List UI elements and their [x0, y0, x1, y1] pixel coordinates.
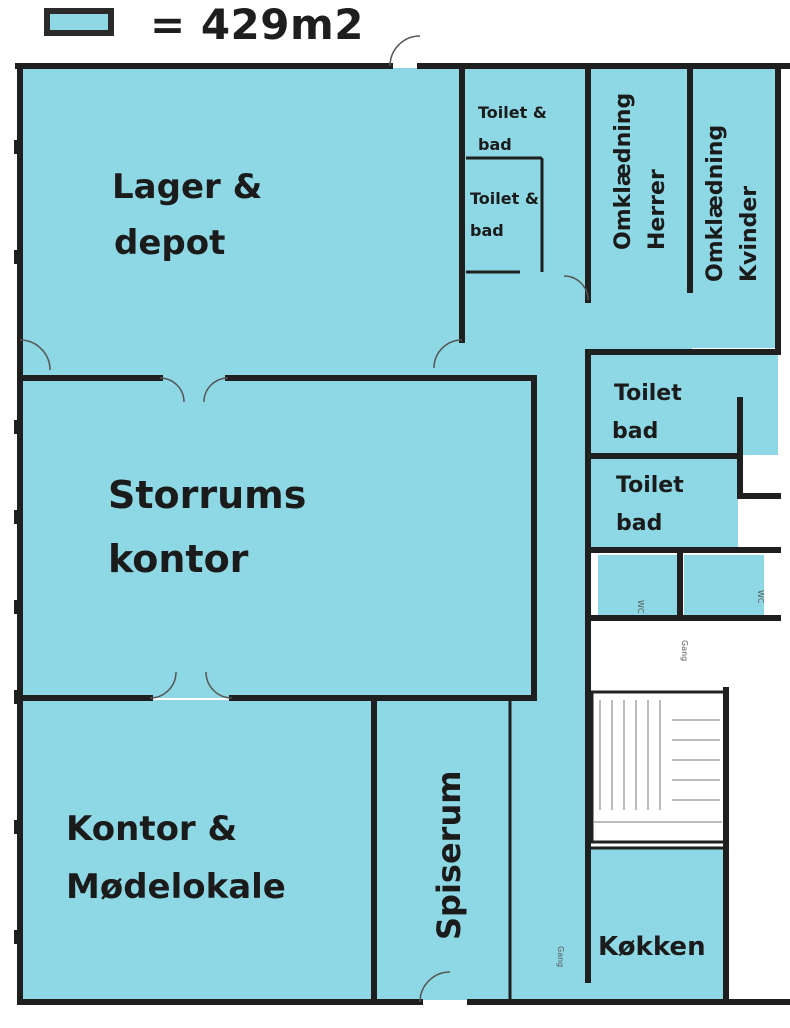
room-kokken — [588, 848, 726, 1000]
room-wc-1 — [598, 555, 680, 615]
window-marks — [14, 140, 22, 944]
doors — [19, 35, 589, 1003]
label-toilet-3b: bad — [612, 419, 658, 444]
staircase — [590, 690, 728, 844]
room-toilet-4 — [588, 455, 738, 550]
label-toilet-bad-1a: Toilet & — [478, 103, 547, 122]
walls — [15, 63, 790, 1005]
label-toilet-4a: Toilet — [616, 473, 684, 498]
label-toilet-4b: bad — [616, 511, 662, 536]
label-storrums-1: Storrums — [108, 473, 306, 517]
label-gang-1: Gang — [680, 640, 689, 661]
label-wc-2: WC — [756, 590, 765, 604]
room-storrums — [22, 376, 532, 698]
label-toilet-bad-1b: bad — [478, 135, 512, 154]
room-corridor-center — [532, 376, 588, 696]
label-kontor-1: Kontor & — [66, 809, 237, 849]
thin-walls — [466, 156, 724, 1002]
label-kokken: Køkken — [598, 932, 706, 962]
label-storrums-2: kontor — [108, 537, 249, 581]
label-kontor-2: Mødelokale — [66, 867, 286, 907]
label-lager-1: Lager & — [112, 167, 262, 207]
label-gang-2: Gang — [556, 946, 565, 967]
room-kontor — [22, 700, 374, 1000]
legend-area-text: = 429m2 — [150, 0, 364, 49]
label-toilet-bad-2b: bad — [470, 221, 504, 240]
legend: = 429m2 — [0, 0, 790, 60]
label-toilet-bad-2a: Toilet & — [470, 189, 539, 208]
room-corridor-bottom — [504, 696, 588, 1000]
label-wc-1: WC — [636, 600, 645, 614]
small-labels: WC WC Gang Gang — [556, 590, 765, 967]
room-toilet-3 — [588, 350, 778, 455]
label-omkl-herrer-2: Herrer — [645, 169, 670, 250]
room-omkl-herrer — [588, 68, 692, 278]
label-lager-2: depot — [114, 223, 225, 263]
room-fills — [22, 68, 778, 1000]
label-spiserum: Spiserum — [430, 770, 468, 940]
label-omkl-kvinder-2: Kvinder — [737, 186, 762, 282]
room-toilet-area — [462, 68, 588, 278]
room-wc-2 — [684, 555, 764, 615]
label-omkl-kvinder-1: Omklædning — [703, 125, 728, 282]
room-lager — [22, 68, 462, 376]
legend-swatch — [44, 8, 114, 36]
label-toilet-3a: Toilet — [614, 381, 682, 406]
room-labels: Lager & depot Storrums kontor Kontor & M… — [66, 93, 762, 962]
room-spiserum — [374, 700, 504, 1000]
label-omkl-herrer-1: Omklædning — [611, 93, 636, 250]
room-omkl-kvinder — [692, 68, 778, 348]
